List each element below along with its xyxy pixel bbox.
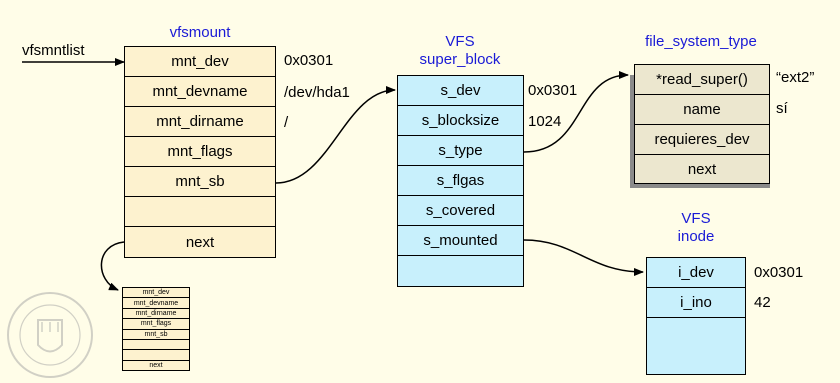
vfsmount-field-next: next bbox=[185, 233, 215, 251]
mini-field-empty-2 bbox=[123, 350, 189, 361]
vfsmount-field-mnt-dev: mnt_dev bbox=[125, 47, 275, 77]
sb-field-s-type: s_type bbox=[398, 136, 523, 166]
s-dev-value: 0x0301 bbox=[528, 82, 578, 99]
fst-field-name: name bbox=[635, 95, 769, 125]
vfsmntlist-label: vfsmntlist bbox=[22, 42, 85, 59]
inode-field-i-dev: i_dev bbox=[647, 258, 745, 288]
mini-field-mnt-sb: mnt_sb bbox=[123, 330, 189, 340]
mini-field-empty-1 bbox=[123, 340, 189, 351]
s-mounted-arrow bbox=[523, 239, 644, 276]
inode-title-line2: inode bbox=[677, 228, 715, 245]
inode-field-empty bbox=[647, 318, 745, 374]
inode-title-line1: VFS bbox=[681, 210, 711, 227]
mini-field-mnt-flags: mnt_flags bbox=[123, 319, 189, 330]
vfsmount-field-mnt-dirname: mnt_dirname bbox=[125, 107, 275, 137]
mini-field-next: next bbox=[149, 362, 163, 370]
next-arrow bbox=[100, 241, 125, 291]
sb-field-empty bbox=[398, 256, 523, 286]
mnt-dev-value: 0x0301 bbox=[284, 52, 334, 69]
sb-field-s-dev: s_dev bbox=[398, 76, 523, 106]
s-blocksize-value: 1024 bbox=[528, 113, 562, 130]
name-value: sí bbox=[776, 100, 788, 117]
sb-field-s-blocksize: s_blocksize bbox=[398, 106, 523, 136]
university-seal-watermark bbox=[7, 292, 93, 378]
read-super-value: “ext2” bbox=[776, 69, 815, 86]
super-block-title-line1: VFS bbox=[445, 33, 475, 50]
vfsmount-field-mnt-flags: mnt_flags bbox=[125, 137, 275, 167]
mini-field-mnt-dev: mnt_dev bbox=[123, 288, 189, 299]
sb-field-s-mounted: s_mounted bbox=[398, 226, 523, 256]
vfsmount-struct: mnt_dev mnt_devname mnt_dirname mnt_flag… bbox=[124, 46, 276, 258]
mini-field-mnt-devname: mnt_devname bbox=[123, 298, 189, 309]
mnt-dirname-value: / bbox=[284, 114, 289, 131]
sb-field-s-covered: s_covered bbox=[398, 196, 523, 226]
fst-field-read-super: *read_super() bbox=[635, 65, 769, 95]
vfsmount-field-mnt-sb: mnt_sb bbox=[125, 167, 275, 197]
fst-title: file_system_type bbox=[645, 33, 757, 50]
vfsmount-field-empty bbox=[125, 197, 275, 227]
fst-field-requieres-dev: requieres_dev bbox=[635, 125, 769, 155]
mini-field-mnt-dirname: mnt_dirname bbox=[123, 309, 189, 320]
super-block-title-line2: super_block bbox=[419, 51, 501, 68]
super-block-struct: s_dev s_blocksize s_type s_flgas s_cover… bbox=[397, 75, 524, 287]
fst-field-next: next bbox=[687, 161, 717, 178]
i-dev-value: 0x0301 bbox=[754, 264, 804, 281]
fst-struct: *read_super() name requieres_dev next bbox=[634, 64, 770, 184]
s-type-arrow bbox=[523, 71, 629, 153]
mnt-sb-arrow bbox=[275, 86, 396, 184]
inode-struct: i_dev i_ino bbox=[646, 257, 746, 375]
mnt-devname-value: /dev/hda1 bbox=[284, 84, 350, 101]
vfsmount-field-mnt-devname: mnt_devname bbox=[125, 77, 275, 107]
i-ino-value: 42 bbox=[754, 294, 771, 311]
mini-vfsmount-struct: mnt_dev mnt_devname mnt_dirname mnt_flag… bbox=[122, 287, 190, 371]
inode-field-i-ino: i_ino bbox=[647, 288, 745, 318]
vfsmount-title: vfsmount bbox=[169, 24, 231, 41]
sb-field-s-flgas: s_flgas bbox=[398, 166, 523, 196]
